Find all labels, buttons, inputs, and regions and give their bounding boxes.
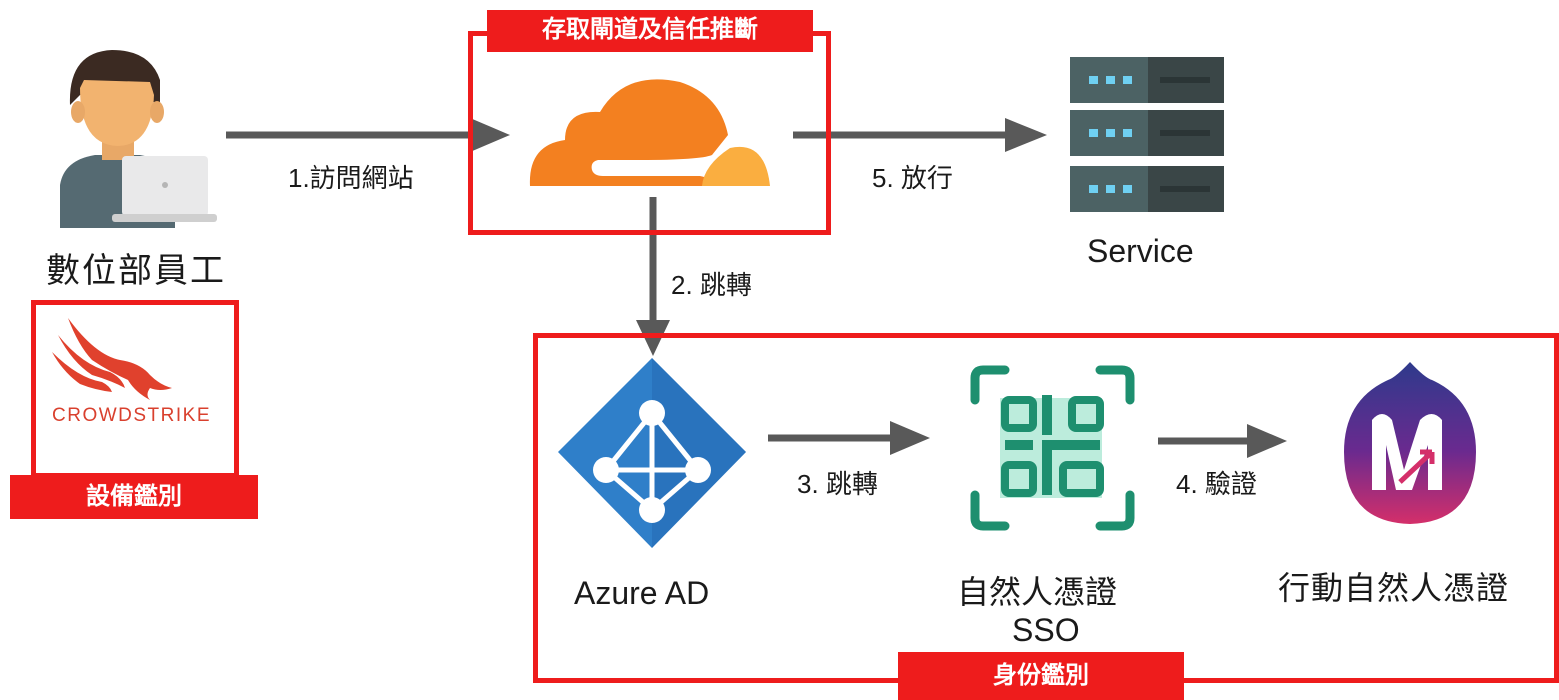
sso-label-line2: SSO — [1012, 612, 1080, 648]
arrowhead-step-3 — [890, 421, 930, 455]
gateway-box — [468, 31, 831, 235]
gateway-title: 存取閘道及信任推斷 — [487, 10, 813, 52]
crowdstrike-brand: CROWDSTRIKE — [52, 405, 211, 426]
arrowhead-step-2 — [636, 320, 670, 356]
device-check-tag: 設備鑑別 — [10, 475, 258, 519]
arrowhead-step-1 — [470, 118, 510, 152]
azure-label: Azure AD — [574, 575, 710, 611]
mobile-label: 行動自然人憑證 — [1278, 570, 1510, 606]
step-3-label: 3. 跳轉 — [797, 469, 878, 499]
sso-label-line1: 自然人憑證 — [957, 574, 1118, 610]
arrowhead-step-5 — [1005, 118, 1047, 152]
step-1-label: 1.訪問網站 — [288, 163, 414, 193]
identity-tag: 身份鑑別 — [898, 652, 1184, 700]
device-check-box — [31, 300, 239, 478]
employee-label: 數位部員工 — [46, 252, 226, 290]
service-label: Service — [1087, 233, 1194, 269]
step-2-label: 2. 跳轉 — [671, 270, 752, 300]
arrowhead-step-4 — [1247, 424, 1287, 458]
step-5-label: 5. 放行 — [872, 163, 953, 193]
step-4-label: 4. 驗證 — [1176, 469, 1257, 499]
